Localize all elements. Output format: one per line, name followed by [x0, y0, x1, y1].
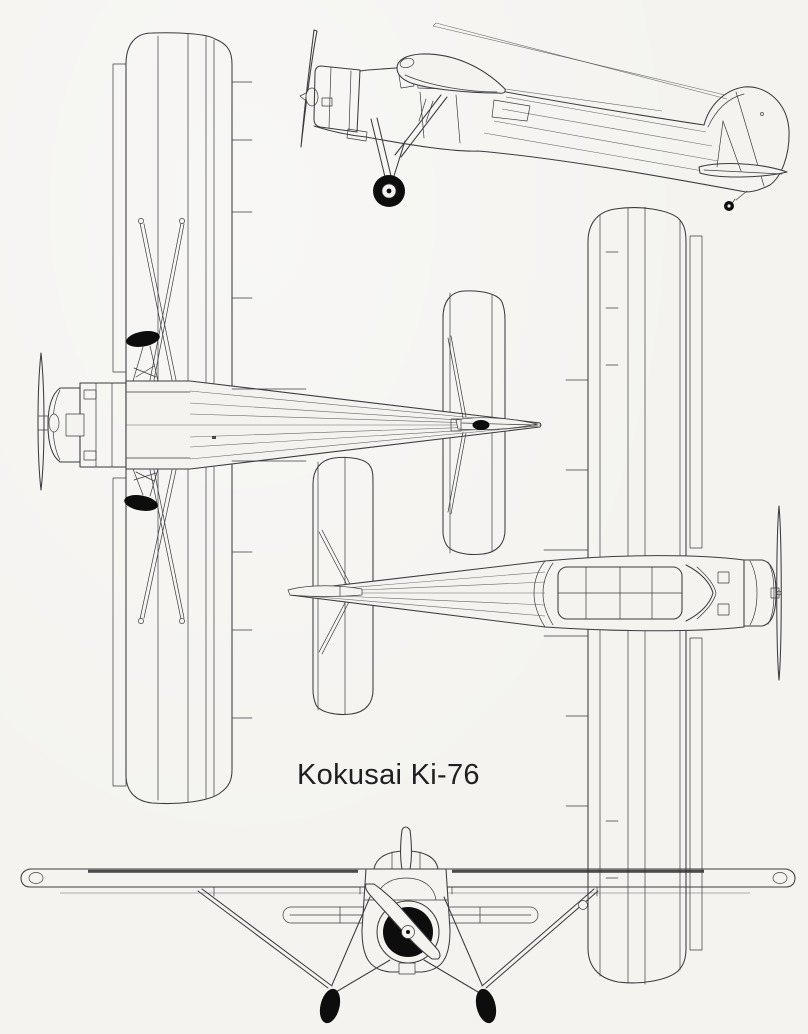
- tail-wheel: [724, 190, 748, 211]
- far-wing-outline: [432, 22, 728, 112]
- propeller: [37, 352, 60, 491]
- flap-tracks: [231, 388, 307, 462]
- slat-shading: [88, 869, 358, 873]
- wheel: [475, 988, 497, 1024]
- wheel: [124, 495, 158, 511]
- bottom-plan-view: [37, 32, 542, 804]
- engine-cowling: [717, 559, 777, 627]
- slat-upper: [689, 235, 703, 549]
- tail-fin: [447, 335, 538, 515]
- tail-wheel: [472, 420, 490, 430]
- wing-struts: [394, 94, 448, 158]
- engine-cowling: [47, 382, 127, 468]
- slat-lower: [689, 637, 703, 951]
- propeller: [770, 505, 782, 681]
- wheel: [319, 988, 341, 1024]
- landing-gear: [197, 888, 599, 1024]
- slat-upper: [112, 63, 127, 373]
- tail-fin: [287, 585, 363, 597]
- fuselage: [313, 58, 747, 193]
- engine-cowling: [313, 65, 368, 142]
- top-plan-view: [287, 206, 782, 985]
- landing-gear: [124, 331, 160, 511]
- side-view: [299, 22, 790, 211]
- canopy: [533, 560, 717, 628]
- landing-gear: [370, 117, 406, 207]
- tail-plane: [698, 120, 788, 178]
- slat-lower: [112, 477, 127, 787]
- strut-fitting: [578, 900, 588, 910]
- wing-root: [396, 53, 506, 94]
- drawing-title: Kokusai Ki-76: [297, 759, 480, 791]
- propeller: [299, 29, 319, 148]
- wheel: [126, 331, 160, 347]
- belly-fairing: [398, 962, 416, 975]
- propeller: [364, 826, 441, 960]
- fuselage: [125, 380, 542, 470]
- slat-shading: [452, 869, 704, 873]
- front-view: [20, 826, 796, 1024]
- wing-struts: [138, 218, 185, 624]
